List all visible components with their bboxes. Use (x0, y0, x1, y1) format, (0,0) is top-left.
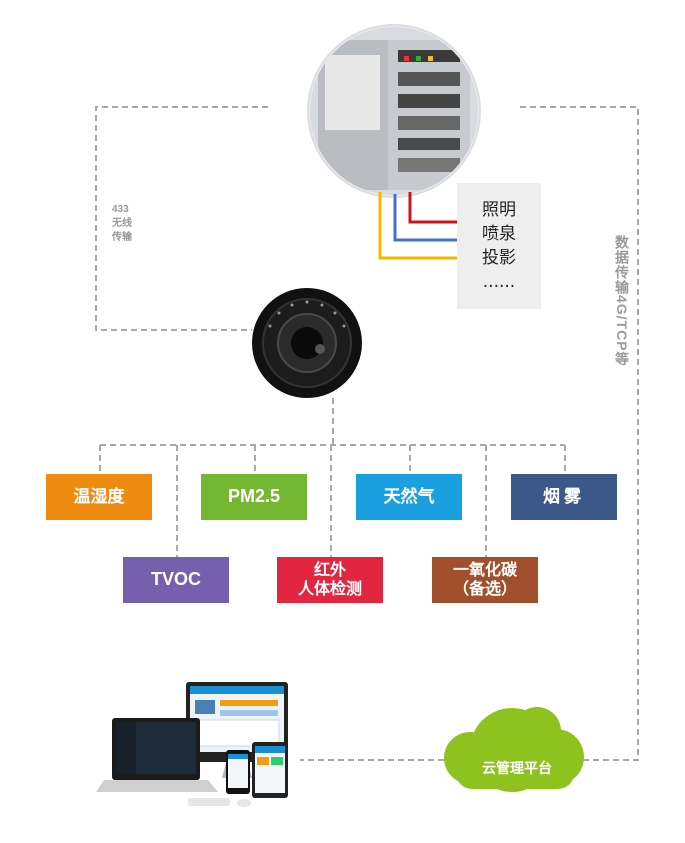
data-transfer-label: 数据传输4G/TCP等 (614, 235, 630, 367)
wireless-433-label: 433 无线 传输 (112, 204, 132, 243)
controller-device-image (252, 288, 362, 398)
cabinet-wires (378, 192, 457, 260)
sensor-smoke: 烟雾 (511, 474, 617, 520)
red-wire (408, 192, 457, 224)
blue-wire (393, 194, 457, 242)
yellow-wire (378, 192, 457, 260)
load-fountain: 喷泉 (482, 224, 516, 244)
sensor-pm25: PM2.5 (201, 474, 307, 520)
sensor-natural-gas: 天然气 (356, 474, 462, 520)
data-link-line (520, 106, 639, 761)
cloud-platform-label: 云管理平台 (482, 760, 552, 776)
sensor-tvoc: TVOC (123, 557, 229, 603)
sensor-temp-humidity: 温湿度 (46, 474, 152, 520)
cabinet-loads-list: 照明 喷泉 投影 ...... (457, 183, 541, 309)
load-more: ...... (482, 272, 516, 292)
sensor-infrared-human: 红外 人体检测 (277, 557, 383, 603)
load-projection: 投影 (482, 248, 516, 268)
cloud-icon (444, 707, 584, 792)
load-lighting: 照明 (482, 200, 516, 220)
client-devices-image (96, 682, 288, 807)
sensor-carbon-monoxide: 一氧化碳 （备选） (432, 557, 538, 603)
control-cabinet-image (307, 24, 481, 198)
wireless-link-line (95, 106, 268, 331)
dashed-connectors (95, 106, 639, 761)
